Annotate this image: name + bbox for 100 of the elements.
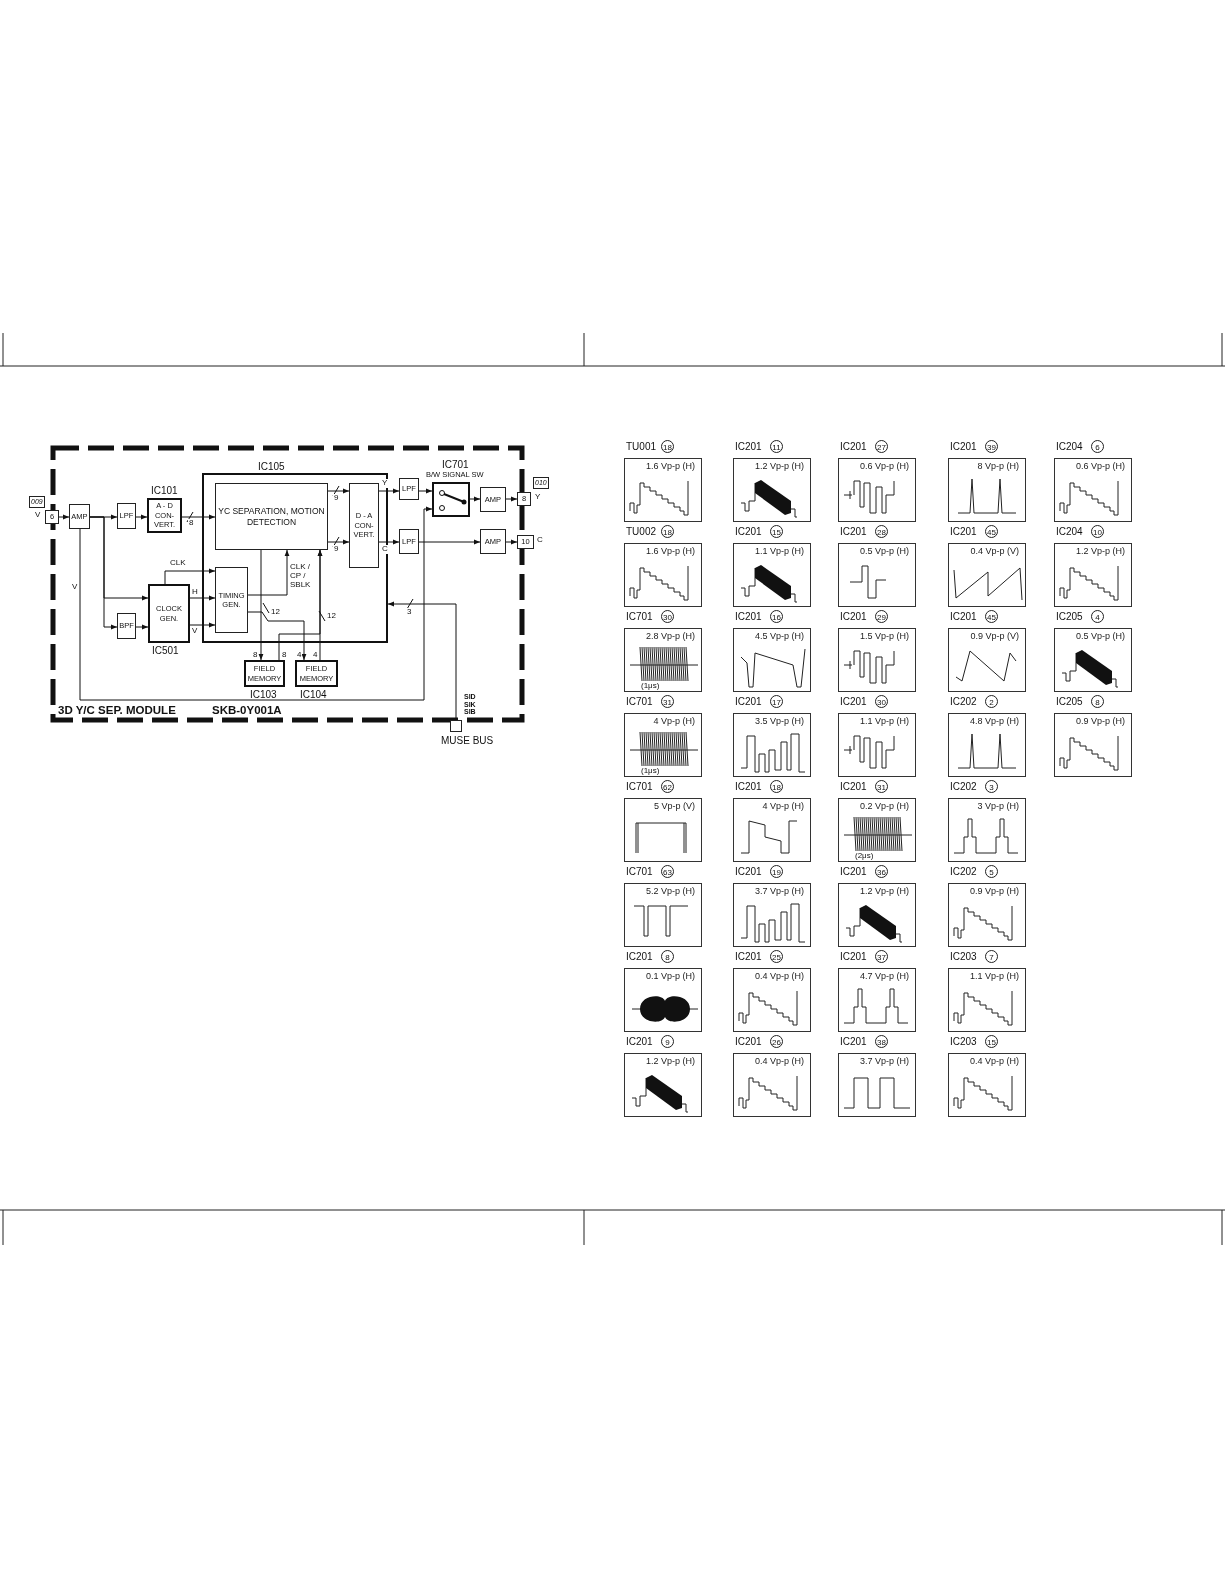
bus-name: MUSE BUS [441, 735, 494, 746]
amplitude-label: 0.6 Vp-p (H) [859, 461, 909, 471]
amplitude-label: 3.7 Vp-p (H) [754, 886, 804, 896]
arrow [258, 549, 264, 661]
ic-label: IC103 [250, 689, 277, 700]
ic-label: IC701 [442, 459, 469, 470]
processing-block: YC SEPARATION, MOTION DETECTION [215, 483, 328, 550]
chip-label: TU002 [626, 526, 656, 537]
arrow [79, 506, 433, 701]
chip-label: IC201 [950, 441, 977, 452]
amplitude-label: 3.7 Vp-p (H) [859, 1056, 909, 1066]
chip-label: IC202 [950, 781, 977, 792]
chip-label: IC201 [840, 866, 867, 877]
signal-name: Y [535, 493, 541, 502]
amplitude-label: 4.5 Vp-p (H) [754, 631, 804, 641]
amplitude-label: 0.4 Vp-p (H) [754, 971, 804, 981]
chip-label: IC201 [840, 1036, 867, 1047]
time-base-label: (1μs) [641, 767, 660, 775]
amplitude-label: 4 Vp-p (H) [653, 716, 695, 726]
chip-label: IC201 [840, 781, 867, 792]
bus-width-number: 12 [326, 612, 337, 621]
chip-label: IC202 [950, 696, 977, 707]
amplitude-label: 1.5 Vp-p (H) [859, 631, 909, 641]
amplitude-label: 8 Vp-p (H) [977, 461, 1019, 471]
amplitude-label: 0.6 Vp-p (H) [1075, 461, 1125, 471]
amplitude-label: 3 Vp-p (H) [977, 801, 1019, 811]
chip-label: IC701 [626, 866, 653, 877]
chip-label: IC201 [840, 441, 867, 452]
amplitude-label: 1.1 Vp-p (H) [754, 546, 804, 556]
arrow [135, 624, 149, 630]
amplitude-label: 1.6 Vp-p (H) [645, 461, 695, 471]
edge-label: H [191, 588, 199, 597]
ic-label: IC104 [300, 689, 327, 700]
arrow [469, 496, 481, 502]
chip-label: IC201 [950, 611, 977, 622]
chip-label: IC201 [840, 611, 867, 622]
time-base-label: (2μs) [855, 852, 874, 860]
edge-label: 8 [252, 651, 259, 660]
arrow [181, 514, 216, 520]
amplitude-label: 2.8 Vp-p (H) [645, 631, 695, 641]
arrow [89, 516, 118, 630]
chip-label: IC201 [735, 781, 762, 792]
edge-label: 4 [312, 651, 319, 660]
arrow [164, 568, 216, 585]
chip-label: IC201 [735, 696, 762, 707]
chip-label: IC202 [950, 866, 977, 877]
chip-label: IC201 [840, 951, 867, 962]
amplitude-label: 5.2 Vp-p (H) [645, 886, 695, 896]
chip-label: IC201 [735, 441, 762, 452]
arrow [247, 549, 290, 596]
chip-label: IC204 [1056, 526, 1083, 537]
amplitude-label: 1.1 Vp-p (H) [969, 971, 1019, 981]
amplitude-label: 0.9 Vp-p (V) [970, 631, 1019, 641]
edge-label: 9 [333, 545, 340, 554]
arrow [378, 539, 400, 545]
edge-label: 9 [333, 494, 340, 503]
arrow [418, 539, 481, 545]
edge-label: V [71, 583, 79, 592]
chip-label: IC205 [1056, 611, 1083, 622]
edge-label: Y [381, 479, 389, 488]
ic-label: IC101 [151, 485, 178, 496]
bus-width-number: 12 [270, 608, 281, 617]
chip-label: IC205 [1056, 696, 1083, 707]
module-title: 3D Y/C SEP. MODULE [58, 704, 176, 717]
chip-label: IC201 [735, 951, 762, 962]
amplitude-label: 0.5 Vp-p (H) [859, 546, 909, 556]
arrow [58, 514, 70, 520]
amplitude-label: 0.2 Vp-p (H) [859, 801, 909, 811]
arrow [387, 601, 457, 721]
arrow [135, 514, 148, 520]
amplitude-label: 4.8 Vp-p (H) [969, 716, 1019, 726]
edge-label: 8 [281, 651, 288, 660]
chip-label: IC201 [735, 866, 762, 877]
arrow [327, 488, 350, 494]
arrow [418, 488, 433, 494]
edge-label: 3 [406, 608, 413, 617]
amplitude-label: 3.5 Vp-p (H) [754, 716, 804, 726]
arrow [189, 595, 216, 601]
amplitude-label: 0.4 Vp-p (V) [970, 546, 1019, 556]
amplitude-label: 0.4 Vp-p (H) [969, 1056, 1019, 1066]
edge-label: 8 [188, 519, 195, 528]
amplitude-label: 0.9 Vp-p (H) [1075, 716, 1125, 726]
amplitude-label: 1.1 Vp-p (H) [859, 716, 909, 726]
chip-label: IC701 [626, 611, 653, 622]
chip-label: IC203 [950, 951, 977, 962]
amplitude-label: 4 Vp-p (H) [762, 801, 804, 811]
edge-label: V [191, 627, 199, 636]
amplitude-label: 1.2 Vp-p (H) [645, 1056, 695, 1066]
amplitude-label: 1.6 Vp-p (H) [645, 546, 695, 556]
amplitude-label: 5 Vp-p (V) [654, 801, 695, 811]
arrow [378, 488, 400, 494]
amplitude-label: 1.2 Vp-p (H) [754, 461, 804, 471]
amplitude-label: 1.2 Vp-p (H) [859, 886, 909, 896]
arrow [327, 539, 350, 545]
amplitude-label: 1.2 Vp-p (H) [1075, 546, 1125, 556]
ic-label: IC501 [152, 645, 179, 656]
time-base-label: (1μs) [641, 682, 660, 690]
amplitude-label: 4.7 Vp-p (H) [859, 971, 909, 981]
signal-name: V [35, 511, 41, 520]
chip-label: IC204 [1056, 441, 1083, 452]
